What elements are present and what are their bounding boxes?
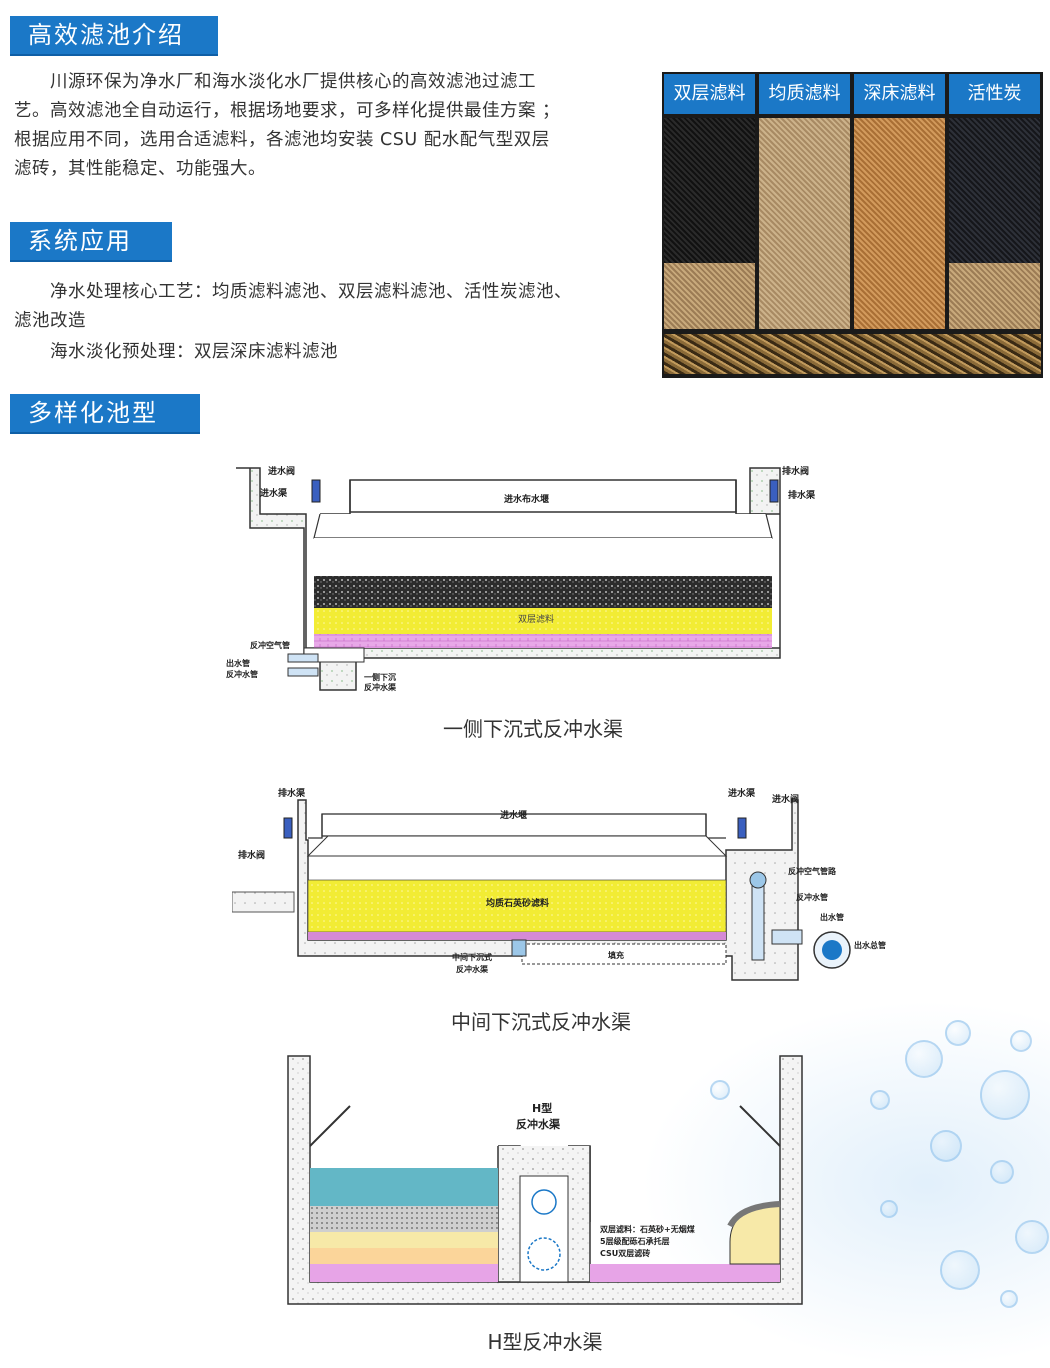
intro-line: 川源环保为净水厂和海水淡化水厂提供核心的高效滤池过滤工 (50, 72, 536, 92)
section-header-application: 系统应用 (10, 222, 172, 260)
label-drain-valve: 排水阀 (238, 849, 265, 861)
label-backwash-pipe: 反冲水管 (226, 669, 258, 679)
caption-side-sunken: 一侧下沉式反冲水渠 (443, 717, 623, 741)
label-side-channel: 一侧下沉 (364, 672, 396, 682)
caption-middle-sunken: 中间下沉式反冲水渠 (451, 1010, 631, 1034)
intro-line: 滤砖，其性能稳定、功能强大。 (14, 159, 266, 179)
label-note-media: 双层滤料：石英砂+无烟煤 (600, 1224, 695, 1234)
section-header-types: 多样化池型 (10, 394, 200, 432)
tank-wall (236, 467, 781, 691)
media-carbon-sand (949, 263, 1040, 329)
label-outlet-main: 出水总管 (854, 940, 886, 950)
label-outlet-pipe: 出水管 (820, 912, 844, 922)
label-inlet-valve: 进水阀 (772, 793, 799, 805)
caption-h-type: H型反冲水渠 (487, 1330, 603, 1354)
label-outlet-pipe: 出水管 (226, 658, 250, 668)
label-inlet-channel: 进水渠 (260, 487, 288, 499)
label-fill: 填充 (608, 950, 624, 960)
label-air-pipe: 反冲空气管路 (788, 866, 837, 876)
application-line: 海水淡化预处理：双层深床滤料滤池 (50, 342, 338, 362)
media-label: 双层滤料 (664, 74, 755, 114)
diagram-h-type-channel: H型 反冲水渠 双层滤料：石英砂+无烟煤 5层级配砾石承托层 CSU双层滤砖 (287, 1055, 803, 1305)
diagram-middle-sunken-channel: 排水渠 排水阀 进水堰 进水渠 进水阀 均质石英砂滤料 反冲空气管路 反冲水管 … (232, 787, 886, 981)
intro-line: 根据应用不同，选用合适滤料，各滤池均安装 CSU 配水配气型双层 (14, 130, 550, 150)
label-drain-channel: 排水渠 (788, 489, 816, 501)
media-deep-bed-sand (854, 118, 945, 329)
media-label: 活性炭 (949, 74, 1040, 114)
label-media: 均质石英砂滤料 (486, 897, 549, 909)
application-line: 滤池改造 (14, 311, 86, 331)
diagram-side-sunken-channel: 进水阀 进水渠 排水阀 排水渠 进水布水堰 双层滤料 反冲空气管 出水管 反冲水… (226, 465, 816, 692)
intro-line: 艺。高效滤池全自动运行，根据场地要求，可多样化提供最佳方案 ； (14, 101, 561, 121)
intro-paragraph: 川源环保为净水厂和海水淡化水厂提供核心的高效滤池过滤工 艺。高效滤池全自动运行，… (14, 68, 644, 184)
media-uniform-sand (759, 118, 850, 329)
label-inlet-valve: 进水阀 (268, 465, 295, 477)
media-activated-carbon (949, 118, 1040, 263)
label-mid-channel: 中间下沉式 (452, 952, 492, 962)
label-h-title: 反冲水渠 (516, 1117, 561, 1131)
label-backwash-pipe: 反冲水管 (796, 892, 828, 902)
application-paragraph: 净水处理核心工艺：均质滤料滤池、双层滤料滤池、活性炭滤池、 滤池改造 海水淡化预… (14, 278, 644, 367)
media-gravel-base (664, 334, 1041, 374)
label-mid-channel: 反冲水渠 (456, 964, 489, 974)
label-h-title: H型 (532, 1101, 552, 1115)
media-dual-anthracite (664, 118, 755, 263)
label-note-brick: CSU双层滤砖 (600, 1248, 650, 1258)
label-drain-valve: 排水阀 (782, 465, 809, 477)
filter-media-swatch-panel: 双层滤料 均质滤料 深床滤料 活性炭 (662, 72, 1043, 378)
label-drain-channel: 排水渠 (278, 787, 306, 799)
label-inlet-channel: 进水渠 (728, 787, 756, 799)
label-weir: 进水堰 (500, 809, 527, 821)
label-air-pipe: 反冲空气管 (250, 640, 290, 650)
label-side-channel: 反冲水渠 (364, 682, 397, 692)
media-label: 均质滤料 (759, 74, 850, 114)
section-header-intro: 高效滤池介绍 (10, 16, 218, 54)
application-line: 净水处理核心工艺：均质滤料滤池、双层滤料滤池、活性炭滤池、 (50, 282, 572, 302)
label-media: 双层滤料 (518, 613, 554, 625)
label-weir: 进水布水堰 (504, 493, 549, 505)
label-note-gravel: 5层级配砾石承托层 (600, 1236, 670, 1246)
media-label: 深床滤料 (854, 74, 945, 114)
media-dual-sand (664, 263, 755, 329)
